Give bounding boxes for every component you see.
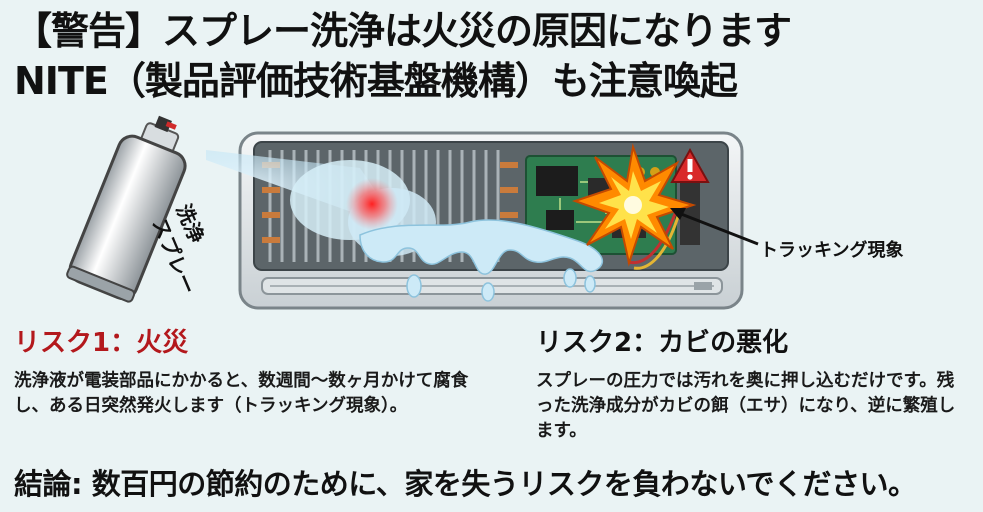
illustration: 洗浄 スプレー — [66, 115, 759, 310]
risk1-heading: リスク1：火災 — [14, 328, 189, 358]
liquid-drips — [359, 219, 603, 302]
warning-triangle-icon — [670, 147, 710, 183]
headline-line-1: 【警告】スプレー洗浄は火災の原因になります — [14, 9, 792, 53]
risk2-body: スプレーの圧力では汚れを奥に押し込むだけです。残った洗浄成分がカビの餌（エサ）に… — [536, 371, 956, 441]
headline: 【警告】スプレー洗浄は火災の原因になります NITE（製品評価技術基盤機構）も注… — [14, 6, 974, 106]
explosion-icon — [571, 143, 697, 267]
tracking-callout: トラッキング現象 — [760, 240, 904, 261]
spray-can-icon — [66, 115, 187, 303]
conclusion: 結論: 数百円の節約のために、家を失うリスクを負わないでください。 — [14, 467, 917, 501]
callout-arrow — [670, 208, 759, 246]
risk1-body: 洗浄液が電装部品にかかると、数週間〜数ヶ月かけて腐食し、ある日突然発火します（ト… — [14, 371, 469, 416]
headline-line-2: NITE（製品評価技術基盤機構）も注意喚起 — [14, 59, 738, 103]
risk2-heading: リスク2：カビの悪化 — [536, 328, 789, 358]
